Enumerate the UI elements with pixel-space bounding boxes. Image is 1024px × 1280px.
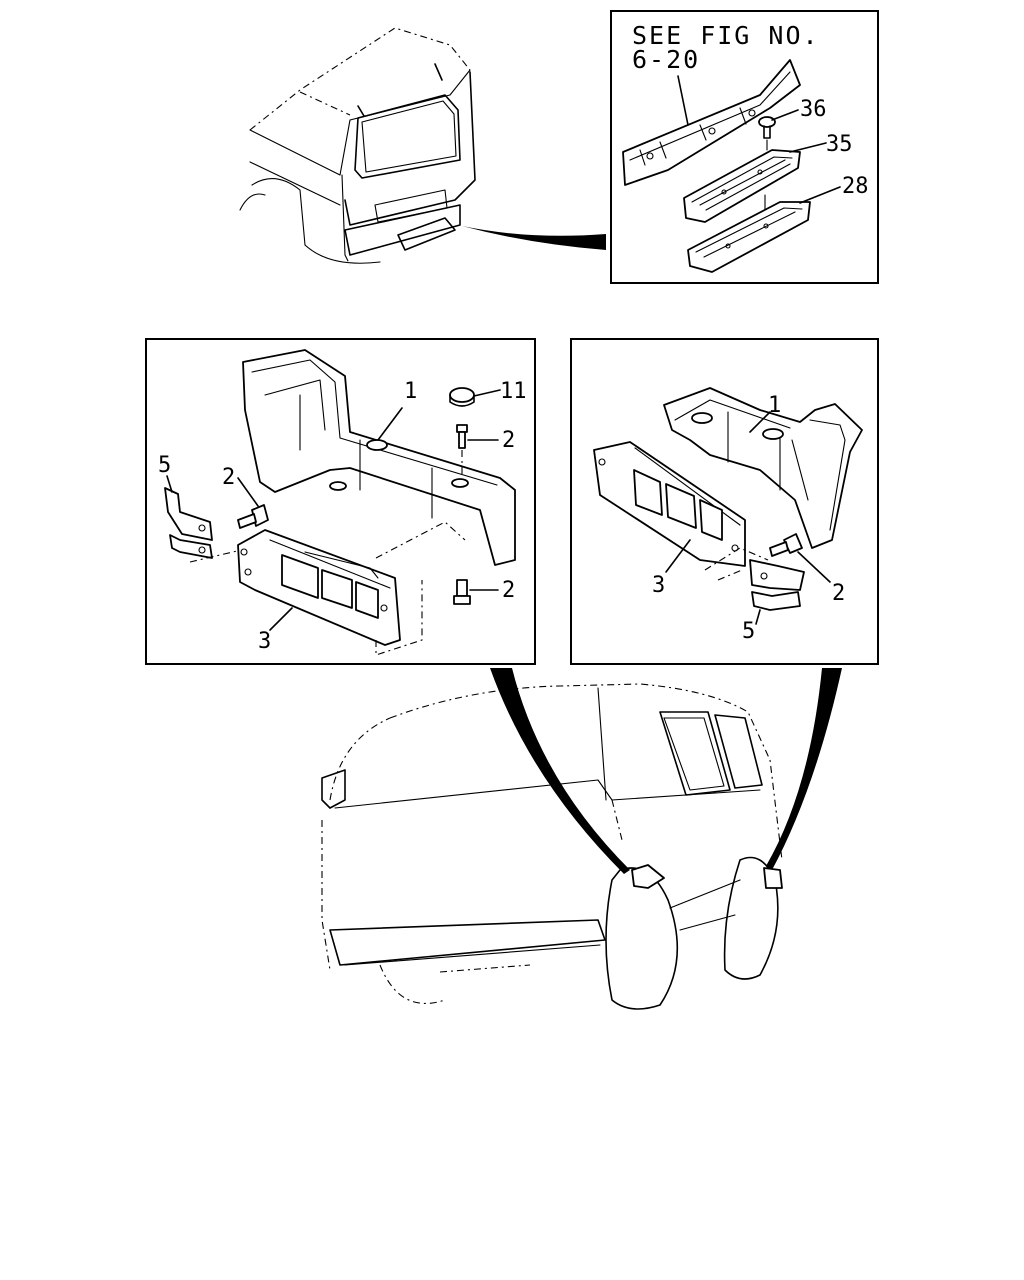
callout-2c: 2 [502, 578, 515, 603]
vehicle-front-illustration [321, 668, 842, 1010]
see-fig-note-line2: 6-20 [632, 45, 700, 74]
part-3-stay-rh [593, 441, 746, 567]
part-1-mudguard [242, 349, 516, 566]
callout-35: 35 [826, 132, 853, 157]
van-rear-illustration [239, 27, 606, 266]
part-3-stay [237, 529, 401, 646]
callout-5-rh: 5 [742, 619, 755, 644]
part-36-clip [758, 116, 776, 151]
part-2-bolt-side [237, 504, 269, 529]
front-wheel [605, 867, 679, 1010]
part-1-mudguard-rh [663, 387, 863, 549]
callout-2b: 2 [222, 465, 235, 490]
callout-3-rh: 3 [652, 573, 665, 598]
part-2-bolt-upper [456, 424, 468, 478]
part-2-bolt-rh [769, 533, 803, 557]
see-fig-note-line1: SEE FIG NO. [632, 21, 820, 50]
left-detail-panel: 11 1 2 2 5 [145, 338, 536, 665]
callout-36: 36 [800, 97, 827, 122]
mudguard-location-marker-rear [763, 867, 783, 889]
part-35-step-pad [683, 149, 801, 223]
callout-11: 11 [500, 379, 527, 404]
part-5-bracket-rh [749, 559, 805, 611]
right-detail-panel: 1 2 5 3 [570, 338, 879, 665]
part-2-bolt-lower [453, 579, 471, 605]
rear-crossmember [622, 59, 801, 186]
callout-3: 3 [258, 629, 271, 654]
callout-28: 28 [842, 174, 869, 199]
callout-5: 5 [158, 453, 171, 478]
callout-1-rh: 1 [768, 393, 781, 418]
callout-2a: 2 [502, 428, 515, 453]
step-inset-panel: SEE FIG NO. 6-20 3 [610, 10, 879, 284]
part-11-cap [449, 387, 475, 407]
callout-2-rh: 2 [832, 581, 845, 606]
mudguard-location-marker-front [631, 864, 665, 889]
callout-1: 1 [404, 379, 417, 404]
part-28-step-plate [687, 201, 811, 273]
part-5-bracket [164, 487, 213, 559]
